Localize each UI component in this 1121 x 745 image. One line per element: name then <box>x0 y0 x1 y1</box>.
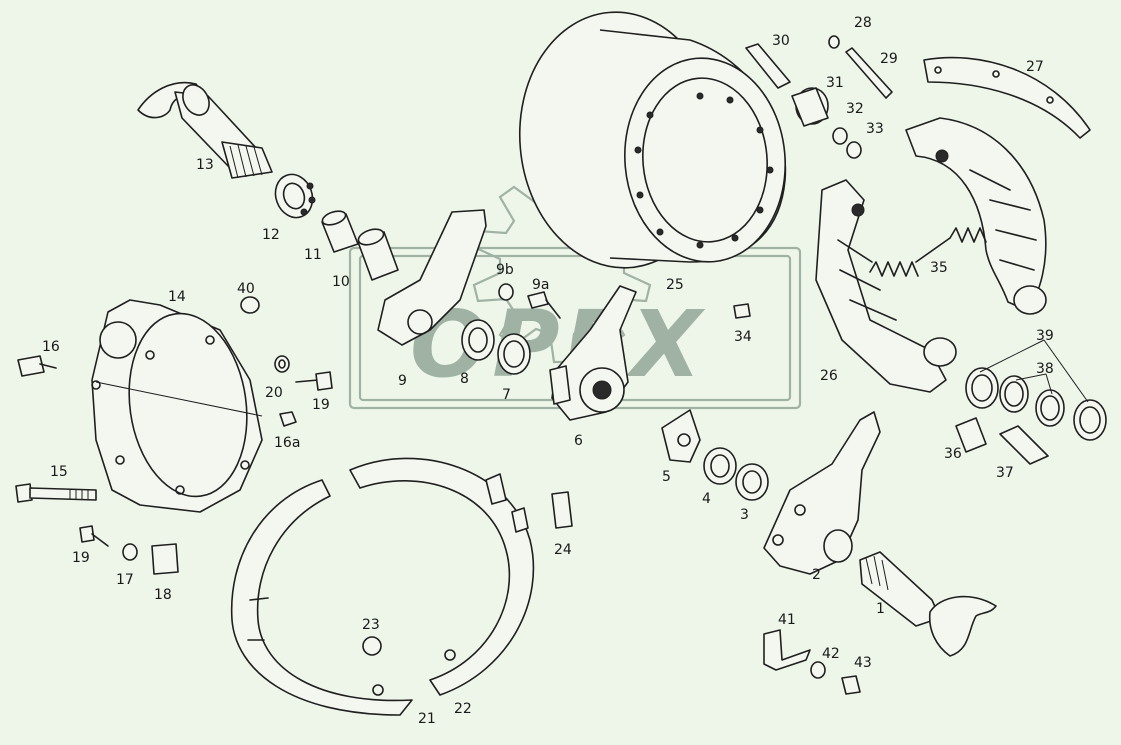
label-25: 25 <box>666 277 684 293</box>
label-18: 18 <box>154 587 172 603</box>
label-12: 12 <box>262 227 280 243</box>
label-34: 34 <box>734 329 752 345</box>
label-38: 38 <box>1036 361 1054 377</box>
plug-23 <box>362 636 382 656</box>
bushing-11 <box>321 210 359 253</box>
plate-18 <box>151 543 179 575</box>
label-17: 17 <box>116 572 134 588</box>
label-9a: 9a <box>532 277 550 293</box>
bolt-15 <box>15 483 97 503</box>
dust-shield-22 <box>349 457 535 696</box>
washer-8 <box>461 319 495 361</box>
bolt-19-upper <box>295 371 333 391</box>
label-9: 9 <box>398 373 407 389</box>
washer-33 <box>846 141 862 159</box>
brake-shoe-26-lower <box>815 179 957 393</box>
washer-20 <box>274 355 290 373</box>
label-5: 5 <box>662 469 671 485</box>
label-8: 8 <box>460 371 469 387</box>
label-1: 1 <box>876 601 885 617</box>
label-21: 21 <box>418 711 436 727</box>
bearing-12 <box>274 173 316 219</box>
label-19-lower: 19 <box>72 550 90 566</box>
fitting-43 <box>841 675 861 695</box>
clip-24 <box>551 491 573 529</box>
label-41: 41 <box>778 612 796 628</box>
ring-38-left <box>999 375 1029 413</box>
label-10: 10 <box>332 274 350 290</box>
seal-7 <box>497 333 531 375</box>
bracket-41 <box>763 629 811 671</box>
label-37: 37 <box>996 465 1014 481</box>
bushing-10 <box>357 228 399 281</box>
washer-3 <box>735 463 769 501</box>
pin-30 <box>745 43 791 89</box>
seal-39-left <box>965 367 999 409</box>
pin-37 <box>999 425 1049 465</box>
label-35: 35 <box>930 260 948 276</box>
brake-shoe-26-upper <box>905 117 1047 315</box>
label-15: 15 <box>50 464 68 480</box>
label-14: 14 <box>168 289 186 305</box>
label-27: 27 <box>1026 59 1044 75</box>
roller-31 <box>791 87 829 127</box>
nut-40 <box>240 296 260 314</box>
bolt-19-lower <box>79 525 109 547</box>
bolt-16 <box>17 355 57 377</box>
ring-38-right <box>1035 389 1065 427</box>
pin-29 <box>845 47 893 99</box>
label-20: 20 <box>265 385 283 401</box>
seal-39-right <box>1073 399 1107 441</box>
spring-35 <box>869 227 987 277</box>
bracket-9 <box>377 209 487 346</box>
dust-shield-21 <box>230 479 413 716</box>
nut-16a <box>279 411 297 427</box>
label-16a: 16a <box>274 435 301 451</box>
label-32: 32 <box>846 101 864 117</box>
label-7: 7 <box>502 387 511 403</box>
brake-drum-25 <box>518 11 787 269</box>
label-31: 31 <box>826 75 844 91</box>
backing-plate-14 <box>91 299 263 513</box>
label-39: 39 <box>1036 328 1054 344</box>
label-9b: 9b <box>496 262 514 278</box>
bushing-36 <box>955 417 987 453</box>
camshaft-1 <box>859 551 997 657</box>
label-40: 40 <box>237 281 255 297</box>
label-33: 33 <box>866 121 884 137</box>
label-36: 36 <box>944 446 962 462</box>
label-23: 23 <box>362 617 380 633</box>
label-29: 29 <box>880 51 898 67</box>
label-28: 28 <box>854 15 872 31</box>
lining-27 <box>923 56 1091 139</box>
label-30: 30 <box>772 33 790 49</box>
washer-9b <box>498 283 514 301</box>
label-6: 6 <box>574 433 583 449</box>
screw-9a <box>527 291 561 319</box>
pin-34 <box>733 303 751 319</box>
label-43: 43 <box>854 655 872 671</box>
label-2: 2 <box>812 567 821 583</box>
label-42: 42 <box>822 646 840 662</box>
label-3: 3 <box>740 507 749 523</box>
bracket-2 <box>763 411 881 575</box>
clip-28 <box>828 35 840 49</box>
label-22: 22 <box>454 701 472 717</box>
label-24: 24 <box>554 542 572 558</box>
washer-4 <box>703 447 737 485</box>
washer-32 <box>832 127 848 145</box>
slack-adjuster-6 <box>549 285 637 421</box>
label-11: 11 <box>304 247 322 263</box>
label-19-upper: 19 <box>312 397 330 413</box>
camshaft-13 <box>137 81 273 179</box>
nut-42 <box>810 661 826 679</box>
label-16: 16 <box>42 339 60 355</box>
label-4: 4 <box>702 491 711 507</box>
label-26: 26 <box>820 368 838 384</box>
washer-17 <box>122 543 138 561</box>
plate-5 <box>661 409 701 463</box>
label-13: 13 <box>196 157 214 173</box>
